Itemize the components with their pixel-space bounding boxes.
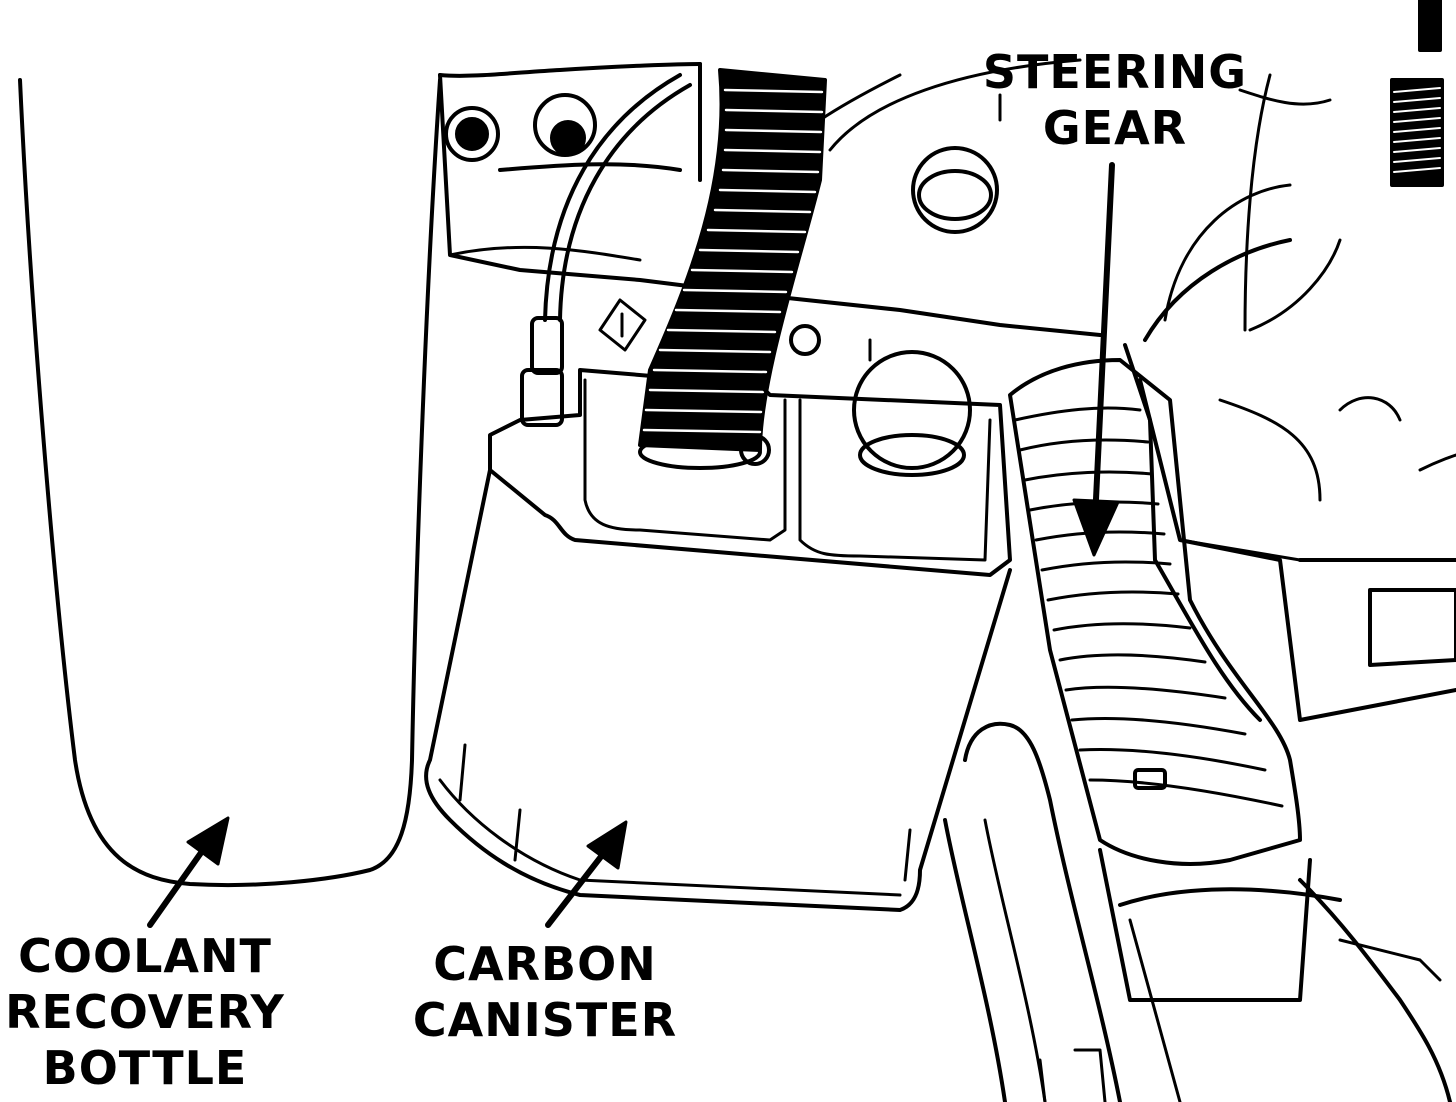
- mounting-bolts: [444, 93, 999, 234]
- vacuum-line: [520, 73, 692, 427]
- label-carbon-canister: CARBON CANISTER: [400, 936, 690, 1048]
- arrow-steering-gear: [1072, 162, 1120, 557]
- label-carbon-line-2: CANISTER: [412, 993, 678, 1047]
- lower-frame-rail: [943, 721, 1122, 1102]
- steering-gear: [1008, 358, 1452, 1102]
- label-coolant-line-1: COOLANT: [18, 929, 272, 983]
- label-steering-gear: STEERING GEAR: [975, 44, 1255, 156]
- label-coolant-recovery-bottle: COOLANT RECOVERY BOTTLE: [0, 928, 290, 1096]
- corrugated-hose: [638, 68, 827, 470]
- threaded-stud: [1390, 0, 1444, 187]
- arrow-carbon-canister: [545, 820, 628, 928]
- carbon-canister: [424, 298, 1012, 912]
- label-carbon-line-1: CARBON: [433, 937, 657, 991]
- label-coolant-line-2: RECOVERY: [5, 985, 285, 1039]
- label-coolant-line-3: BOTTLE: [42, 1041, 248, 1095]
- coolant-recovery-bottle: [18, 78, 442, 888]
- arrow-coolant-bottle: [147, 816, 230, 928]
- label-steering-gear-line-1: STEERING: [982, 45, 1248, 99]
- label-steering-gear-line-2: GEAR: [1042, 101, 1188, 155]
- right-bracket: [1123, 183, 1456, 722]
- callout-arrows: [147, 162, 1120, 928]
